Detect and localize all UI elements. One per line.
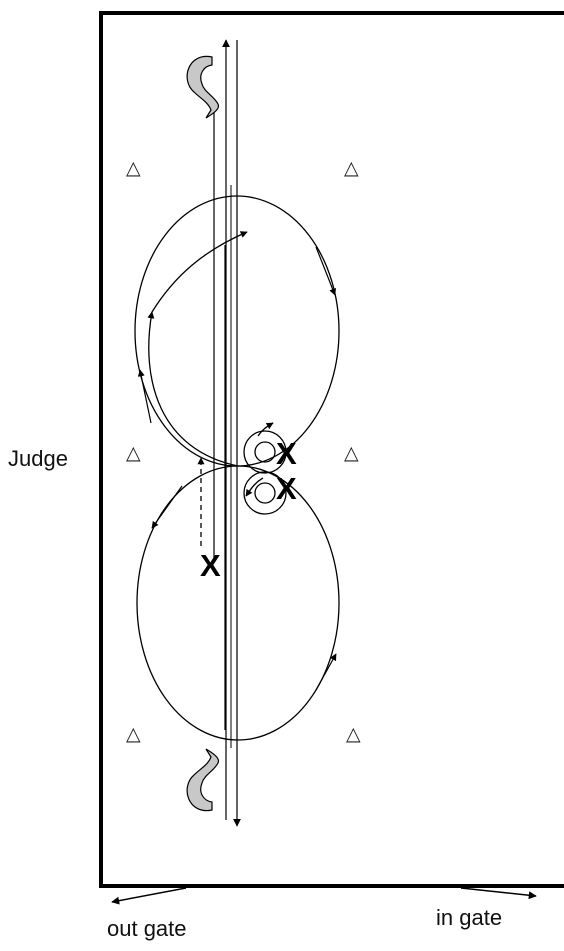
lower-circle-arrow-right [315, 653, 337, 691]
x-mark-stop: X [200, 548, 221, 583]
x-mark-center-bottom: X [276, 471, 297, 506]
x-mark-center-top: X [276, 436, 297, 471]
bottom-rollback-icon [186, 748, 220, 812]
upper-circle-arrow-left [137, 369, 152, 424]
judge-label: Judge [8, 446, 68, 471]
in-gate-arrow [460, 887, 537, 900]
upper-circle-arrow-right [315, 246, 336, 296]
cone-top-right: △ [344, 157, 359, 179]
spin-arrow-right [257, 422, 274, 437]
cone-middle-right: △ [344, 442, 359, 464]
small-circle-path-top [151, 231, 248, 313]
cone-top-left: △ [126, 157, 141, 179]
cone-middle-left: △ [126, 442, 141, 464]
cone-bottom-right: △ [346, 723, 361, 745]
cone-bottom-left: △ [126, 723, 141, 745]
spin-arrow-left [245, 477, 264, 497]
lower-circle-arrow-left [151, 485, 183, 529]
small-circle-path-upper [147, 311, 239, 467]
top-rollback-icon [186, 55, 220, 119]
arena-border [99, 11, 564, 888]
out-gate-label: out gate [107, 916, 187, 941]
in-gate-label: in gate [436, 905, 503, 930]
spin-circles [243, 430, 287, 515]
out-gate-arrow [111, 887, 187, 905]
